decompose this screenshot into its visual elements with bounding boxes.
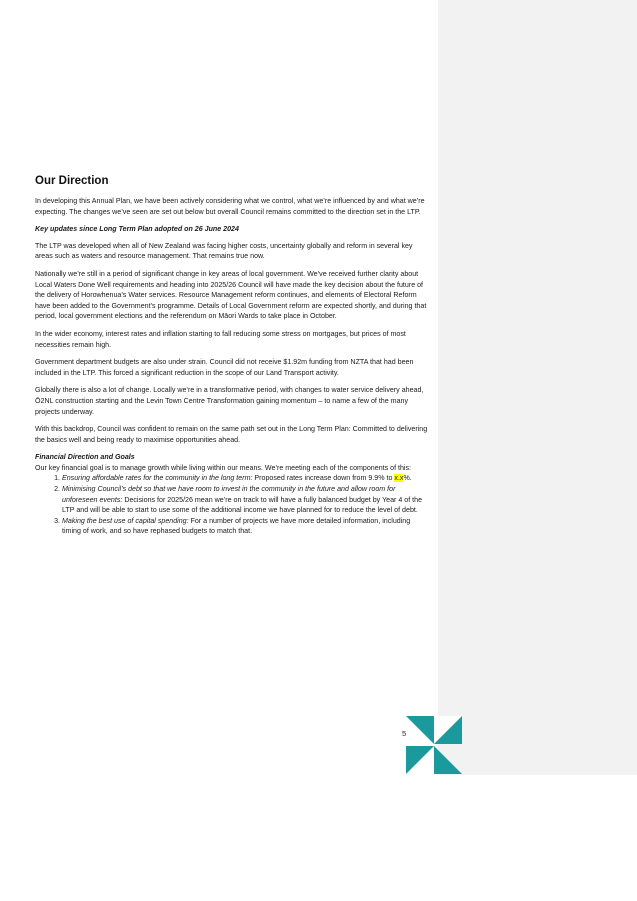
- goal-text: For a number of projects we have more de…: [62, 516, 411, 536]
- goal-lead: Ensuring affordable rates for the commun…: [62, 474, 253, 483]
- financial-intro-text: Our key financial goal is to manage grow…: [35, 463, 412, 472]
- logo-triangle-bottom-left: [406, 746, 434, 774]
- paragraph: The LTP was developed when all of New Ze…: [35, 241, 413, 261]
- council-logo: [406, 716, 462, 774]
- highlighted-placeholder: x.x: [394, 474, 404, 483]
- paragraph: In the wider economy, interest rates and…: [35, 329, 406, 349]
- key-updates-heading: Key updates since Long Term Plan adopted…: [35, 225, 239, 234]
- paragraph: Government department budgets are also u…: [35, 358, 414, 377]
- goal-lead: Minimising Council’s debt so that we hav…: [62, 485, 396, 504]
- financial-heading: Financial Direction and Goals: [35, 453, 135, 462]
- page-number: 5: [402, 729, 407, 738]
- goal-item: Making the best use of capital spending:…: [62, 516, 431, 537]
- paragraph: Globally there is also a lot of change. …: [35, 386, 424, 416]
- comment-margin: [438, 0, 637, 775]
- paragraph: With this backdrop, Council was confiden…: [35, 425, 428, 444]
- financial-intro: Our key financial goal is to manage grow…: [35, 463, 431, 474]
- goal-lead: Making the best use of capital spending:: [62, 516, 189, 525]
- logo-triangle-bottom-right: [434, 746, 462, 774]
- goal-tail: %.: [403, 474, 412, 483]
- logo-triangle-right: [434, 716, 462, 744]
- paragraph: Nationally we’re still in a period of si…: [35, 269, 427, 321]
- intro-paragraph: In developing this Annual Plan, we have …: [35, 197, 425, 216]
- goal-text: Decisions for 2025/26 mean we’re on trac…: [62, 495, 423, 515]
- section-heading: Our Direction: [35, 175, 109, 187]
- goal-item: Minimising Council’s debt so that we hav…: [62, 484, 431, 516]
- goal-text: Proposed rates increase down from 9.9% t…: [252, 474, 395, 483]
- goal-item: Ensuring affordable rates for the commun…: [62, 473, 431, 484]
- logo-triangle-top-left: [406, 716, 434, 744]
- document-body: Our Direction In developing this Annual …: [35, 174, 431, 537]
- goals-list: Ensuring affordable rates for the commun…: [35, 473, 431, 537]
